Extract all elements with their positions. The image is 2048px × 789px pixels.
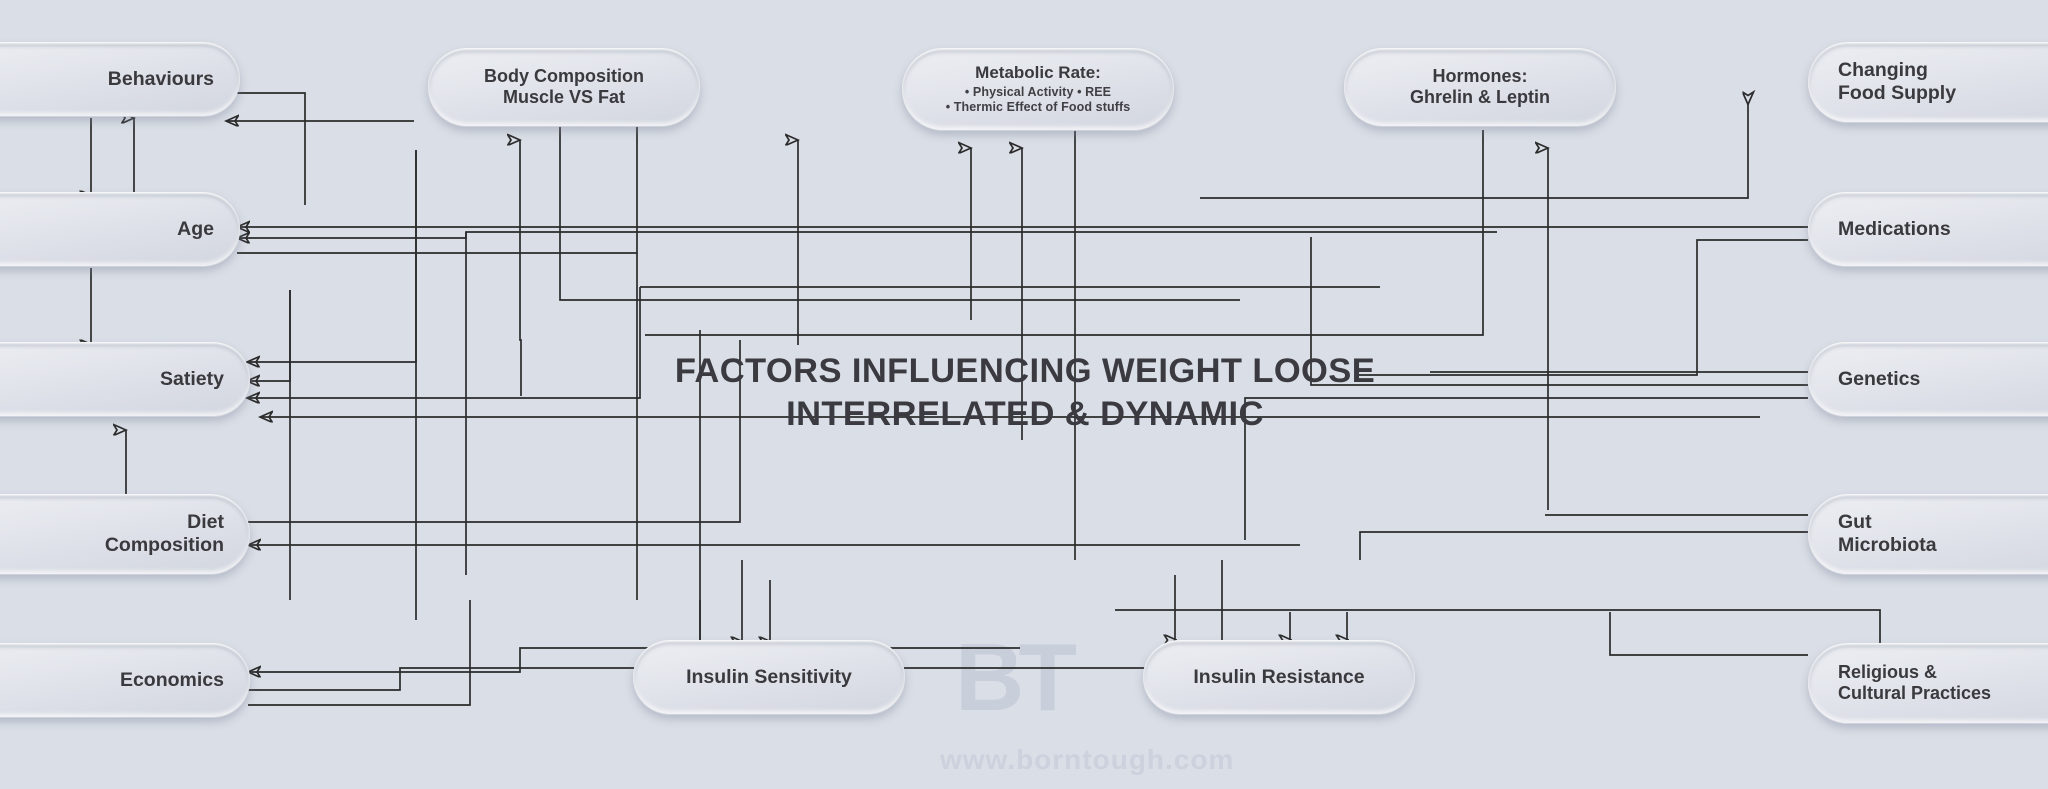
page-title-line2: INTERRELATED & DYNAMIC [786, 394, 1264, 433]
node-changing-food-supply-line2: Food Supply [1838, 82, 1957, 104]
node-metabolic-rate-line1: • Physical Activity • REE [964, 85, 1112, 100]
node-insulin-sensitivity[interactable]: Insulin Sensitivity [633, 640, 905, 714]
node-satiety[interactable]: Satiety [0, 342, 250, 416]
node-genetics[interactable]: Genetics [1808, 342, 2048, 416]
node-body-composition-line1: Body Composition [484, 65, 644, 86]
page-title-line1: FACTORS INFLUENCING WEIGHT LOOSE [674, 352, 1376, 390]
node-hormones-line2: Ghrelin & Leptin [1409, 87, 1550, 107]
node-changing-food-supply-line1: Changing [1838, 59, 1928, 81]
node-diet-composition-line1: Diet [187, 511, 224, 533]
node-diet-composition[interactable]: Diet Composition [0, 494, 250, 574]
node-age-label: Age [177, 217, 214, 240]
node-medications-label: Medications [1838, 217, 1951, 240]
node-genetics-label: Genetics [1838, 367, 1921, 390]
node-insulin-sensitivity-label: Insulin Sensitivity [686, 665, 852, 688]
node-gut-microbiota-line2: Microbiota [1838, 534, 1937, 556]
node-medications[interactable]: Medications [1808, 192, 2048, 266]
node-behaviours-label: Behaviours [107, 67, 214, 90]
node-metabolic-rate-line2: • Thermic Effect of Food stuffs [945, 100, 1131, 115]
node-religious-line2: Cultural Practices [1838, 683, 1992, 703]
node-behaviours[interactable]: Behaviours [0, 42, 240, 116]
node-religious-cultural-practices[interactable]: Religious & Cultural Practices [1808, 643, 2048, 723]
node-hormones[interactable]: Hormones: Ghrelin & Leptin [1344, 48, 1616, 126]
node-body-composition-line2: Muscle VS Fat [502, 87, 626, 107]
node-diet-composition-line2: Composition [104, 534, 224, 556]
node-religious-line1: Religious & [1838, 661, 1938, 682]
page-title: FACTORS INFLUENCING WEIGHT LOOSE INTERRE… [560, 350, 1490, 436]
node-economics-label: Economics [119, 668, 224, 691]
node-metabolic-rate-title: Metabolic Rate: [975, 63, 1101, 83]
node-gut-microbiota-line1: Gut [1838, 511, 1872, 533]
node-hormones-line1: Hormones: [1432, 65, 1528, 86]
node-insulin-resistance-label: Insulin Resistance [1193, 665, 1365, 688]
node-satiety-label: Satiety [160, 367, 224, 390]
node-metabolic-rate[interactable]: Metabolic Rate: • Physical Activity • RE… [902, 48, 1174, 130]
node-gut-microbiota[interactable]: Gut Microbiota [1808, 494, 2048, 574]
node-body-composition[interactable]: Body Composition Muscle VS Fat [428, 48, 700, 126]
node-age[interactable]: Age [0, 192, 240, 266]
node-insulin-resistance[interactable]: Insulin Resistance [1143, 640, 1415, 714]
node-changing-food-supply[interactable]: Changing Food Supply [1808, 42, 2048, 122]
node-economics[interactable]: Economics [0, 643, 250, 717]
